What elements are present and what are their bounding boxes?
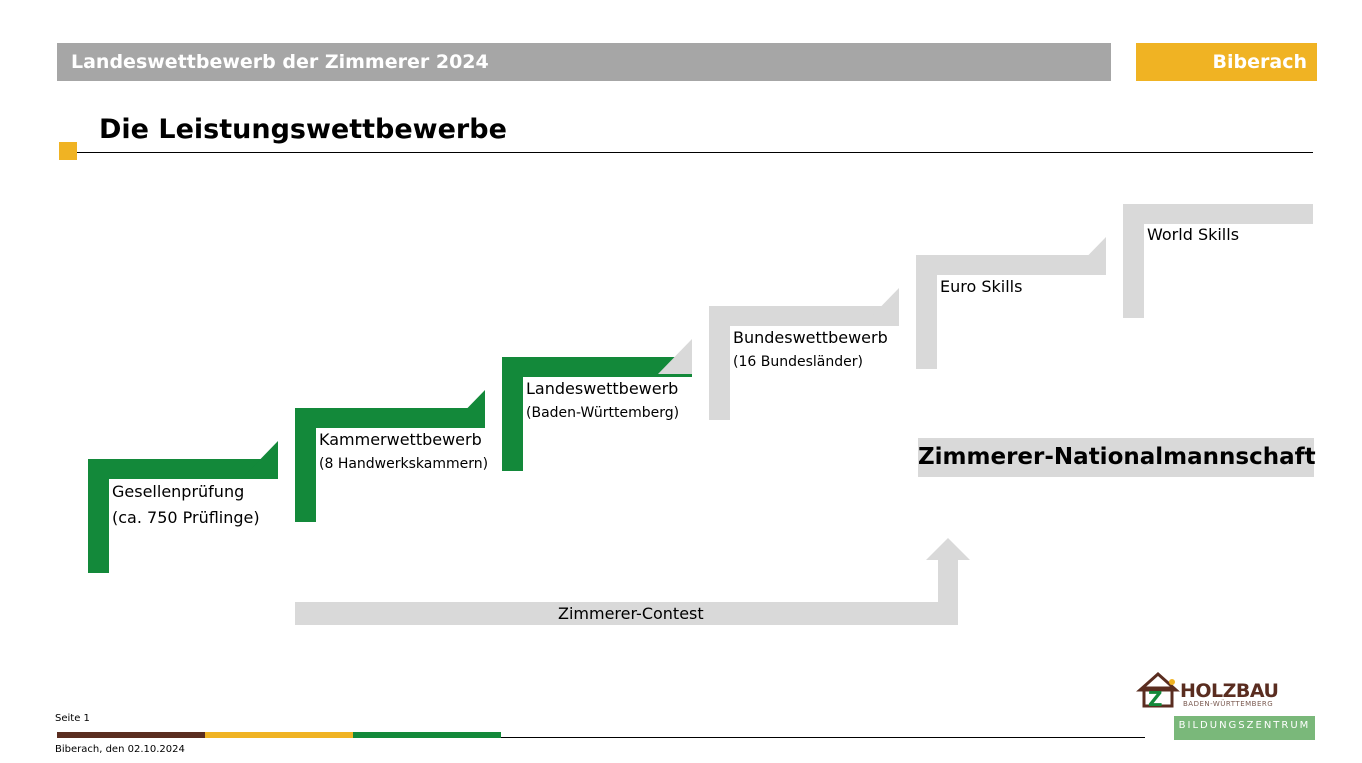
house-logo-icon: Z bbox=[1136, 671, 1180, 711]
step-1-sub: (ca. 750 Prüflinge) bbox=[112, 508, 260, 527]
logo-region: BADEN-WÜRTTEMBERG bbox=[1183, 700, 1274, 708]
title-divider bbox=[77, 152, 1313, 153]
step-5-tread bbox=[916, 255, 1106, 275]
step-1-tread bbox=[88, 459, 278, 479]
step-4-riser bbox=[709, 306, 730, 420]
steps-group bbox=[88, 204, 1313, 573]
header-title: Landeswettbewerb der Zimmerer 2024 bbox=[71, 51, 489, 73]
step-4-label: Bundeswettbewerb bbox=[733, 328, 888, 347]
step-1-riser bbox=[88, 459, 109, 573]
step-4-sub: (16 Bundesländer) bbox=[733, 354, 863, 370]
step-4-tread bbox=[709, 306, 899, 326]
step-3-connector bbox=[451, 390, 485, 425]
step-3-sub: (Baden-Württemberg) bbox=[526, 405, 680, 421]
contest-label: Zimmerer-Contest bbox=[558, 604, 704, 623]
logo-band: BILDUNGSZENTRUM bbox=[1174, 716, 1315, 740]
header-bar: Landeswettbewerb der Zimmerer 2024 bbox=[57, 43, 1111, 81]
svg-text:Z: Z bbox=[1148, 687, 1163, 711]
step-3-label: Landeswettbewerb bbox=[526, 379, 679, 398]
city-label: Biberach bbox=[1212, 51, 1307, 73]
step-2-connector bbox=[244, 441, 278, 476]
national-team-label: Zimmerer-Nationalmannschaft bbox=[918, 444, 1316, 470]
footer-stripe-yellow bbox=[205, 732, 353, 738]
footer-divider bbox=[57, 737, 1145, 738]
step-3-tread bbox=[502, 357, 692, 377]
page-title: Die Leistungswettbewerbe bbox=[99, 114, 507, 145]
holzbau-logo: Z HOLZBAU BADEN-WÜRTTEMBERG BILDUNGSZENT… bbox=[1136, 670, 1317, 742]
step-2-riser bbox=[295, 408, 316, 522]
step-2-label: Kammerwettbewerb bbox=[319, 430, 482, 449]
footer-stripe-brown bbox=[57, 732, 205, 738]
national-team-box: Zimmerer-Nationalmannschaft bbox=[918, 438, 1316, 477]
logo-band-text: BILDUNGSZENTRUM bbox=[1178, 720, 1311, 731]
step-5-connector bbox=[865, 288, 899, 323]
step-6-riser bbox=[1123, 204, 1144, 318]
contest-arrow bbox=[295, 538, 970, 625]
step-6-tread bbox=[1123, 204, 1313, 224]
page-number: Seite 1 bbox=[55, 713, 90, 724]
step-3-riser bbox=[502, 357, 523, 471]
step-4-connector bbox=[658, 339, 692, 374]
logo-wordmark: HOLZBAU bbox=[1180, 680, 1279, 702]
city-box: Biberach bbox=[1136, 43, 1317, 81]
step-1-label: Gesellenprüfung bbox=[112, 482, 245, 501]
step-6-label: World Skills bbox=[1147, 225, 1240, 244]
step-2-tread bbox=[295, 408, 485, 428]
step-5-label: Euro Skills bbox=[940, 277, 1023, 296]
step-5-riser bbox=[916, 255, 937, 369]
step-6-connector bbox=[1072, 237, 1106, 272]
footer-date: Biberach, den 02.10.2024 bbox=[55, 744, 185, 755]
footer-stripe-green bbox=[353, 732, 501, 738]
title-bullet bbox=[59, 142, 77, 160]
step-2-sub: (8 Handwerkskammern) bbox=[319, 456, 489, 472]
